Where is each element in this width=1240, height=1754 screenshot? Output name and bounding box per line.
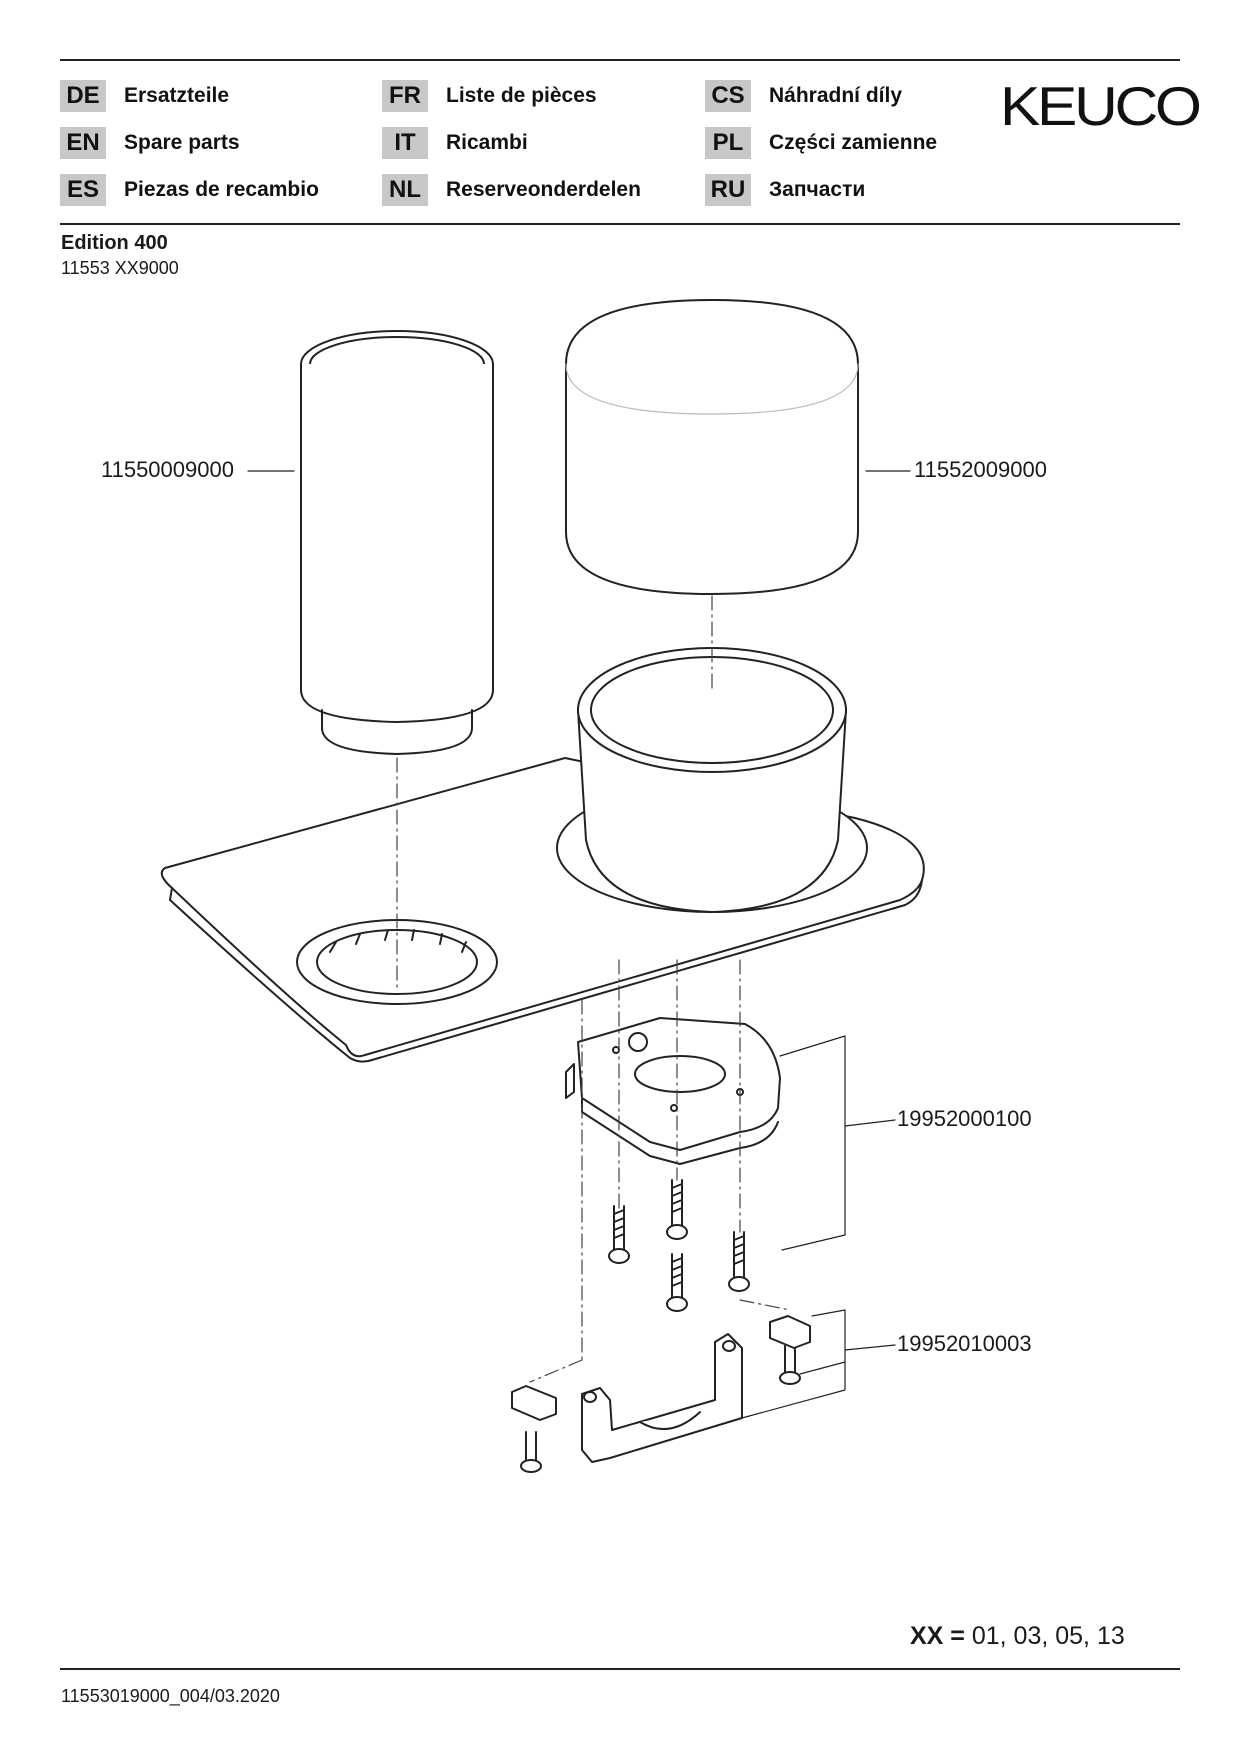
lang-ru: RU Запчасти <box>705 173 865 207</box>
lang-fr: FR Liste de pièces <box>382 79 597 113</box>
lang-en: EN Spare parts <box>60 126 240 160</box>
header-bottom-rule <box>60 223 1180 225</box>
wall-bracket <box>511 1315 811 1463</box>
part-number-bracket-set: 19952010003 <box>897 1331 1032 1356</box>
product-title: Edition 400 <box>61 232 168 254</box>
lang-code: EN <box>60 127 106 159</box>
variants-key: XX = <box>910 1622 965 1650</box>
lang-label: Reserveonderdelen <box>446 178 641 201</box>
lang-de: DE Ersatzteile <box>60 79 229 113</box>
lang-label: Náhradní díly <box>769 84 903 107</box>
footer-rule <box>60 1668 1180 1670</box>
product-article: 11553 XX9000 <box>61 258 179 278</box>
lang-label: Części zamienne <box>769 131 938 154</box>
lang-code: IT <box>382 127 428 159</box>
part-number-tumbler: 11550009000 <box>101 457 234 482</box>
lang-label: Liste de pièces <box>446 84 597 107</box>
lang-code: CS <box>705 80 751 112</box>
holder-cup <box>577 647 847 913</box>
part-number-holder: 19952000100 <box>897 1106 1032 1131</box>
screws <box>520 1179 801 1473</box>
document-reference: 11553019000_004/03.2020 <box>61 1686 280 1706</box>
holder-block <box>565 1017 781 1165</box>
lang-label: Ersatzteile <box>124 84 230 107</box>
lang-label: Запчасти <box>769 178 866 201</box>
lang-code: RU <box>705 174 751 206</box>
lang-code: FR <box>382 80 428 112</box>
leader-lines <box>247 470 911 1419</box>
part-number-container: 11552009000 <box>914 457 1047 482</box>
tumbler-part <box>300 330 494 755</box>
lang-cs: CS Náhradní díly <box>705 79 902 113</box>
variants-values: 01, 03, 05, 13 <box>964 1622 1125 1650</box>
variants-legend: XX = 01, 03, 05, 13 <box>910 1622 1125 1651</box>
keuco-logo: KEUCO <box>1000 75 1202 137</box>
lang-label: Piezas de recambio <box>124 178 319 201</box>
lang-code: DE <box>60 80 106 112</box>
lang-label: Ricambi <box>446 131 528 154</box>
lang-it: IT Ricambi <box>382 126 528 160</box>
lang-nl: NL Reserveonderdelen <box>382 173 641 207</box>
lang-code: ES <box>60 174 106 206</box>
assembly-lines <box>396 595 791 1383</box>
lang-code: NL <box>382 174 428 206</box>
lang-es: ES Piezas de recambio <box>60 173 319 207</box>
top-rule <box>60 59 1180 61</box>
lang-code: PL <box>705 127 751 159</box>
lang-pl: PL Części zamienne <box>705 126 937 160</box>
lang-label: Spare parts <box>124 131 240 154</box>
container-part <box>565 299 859 595</box>
